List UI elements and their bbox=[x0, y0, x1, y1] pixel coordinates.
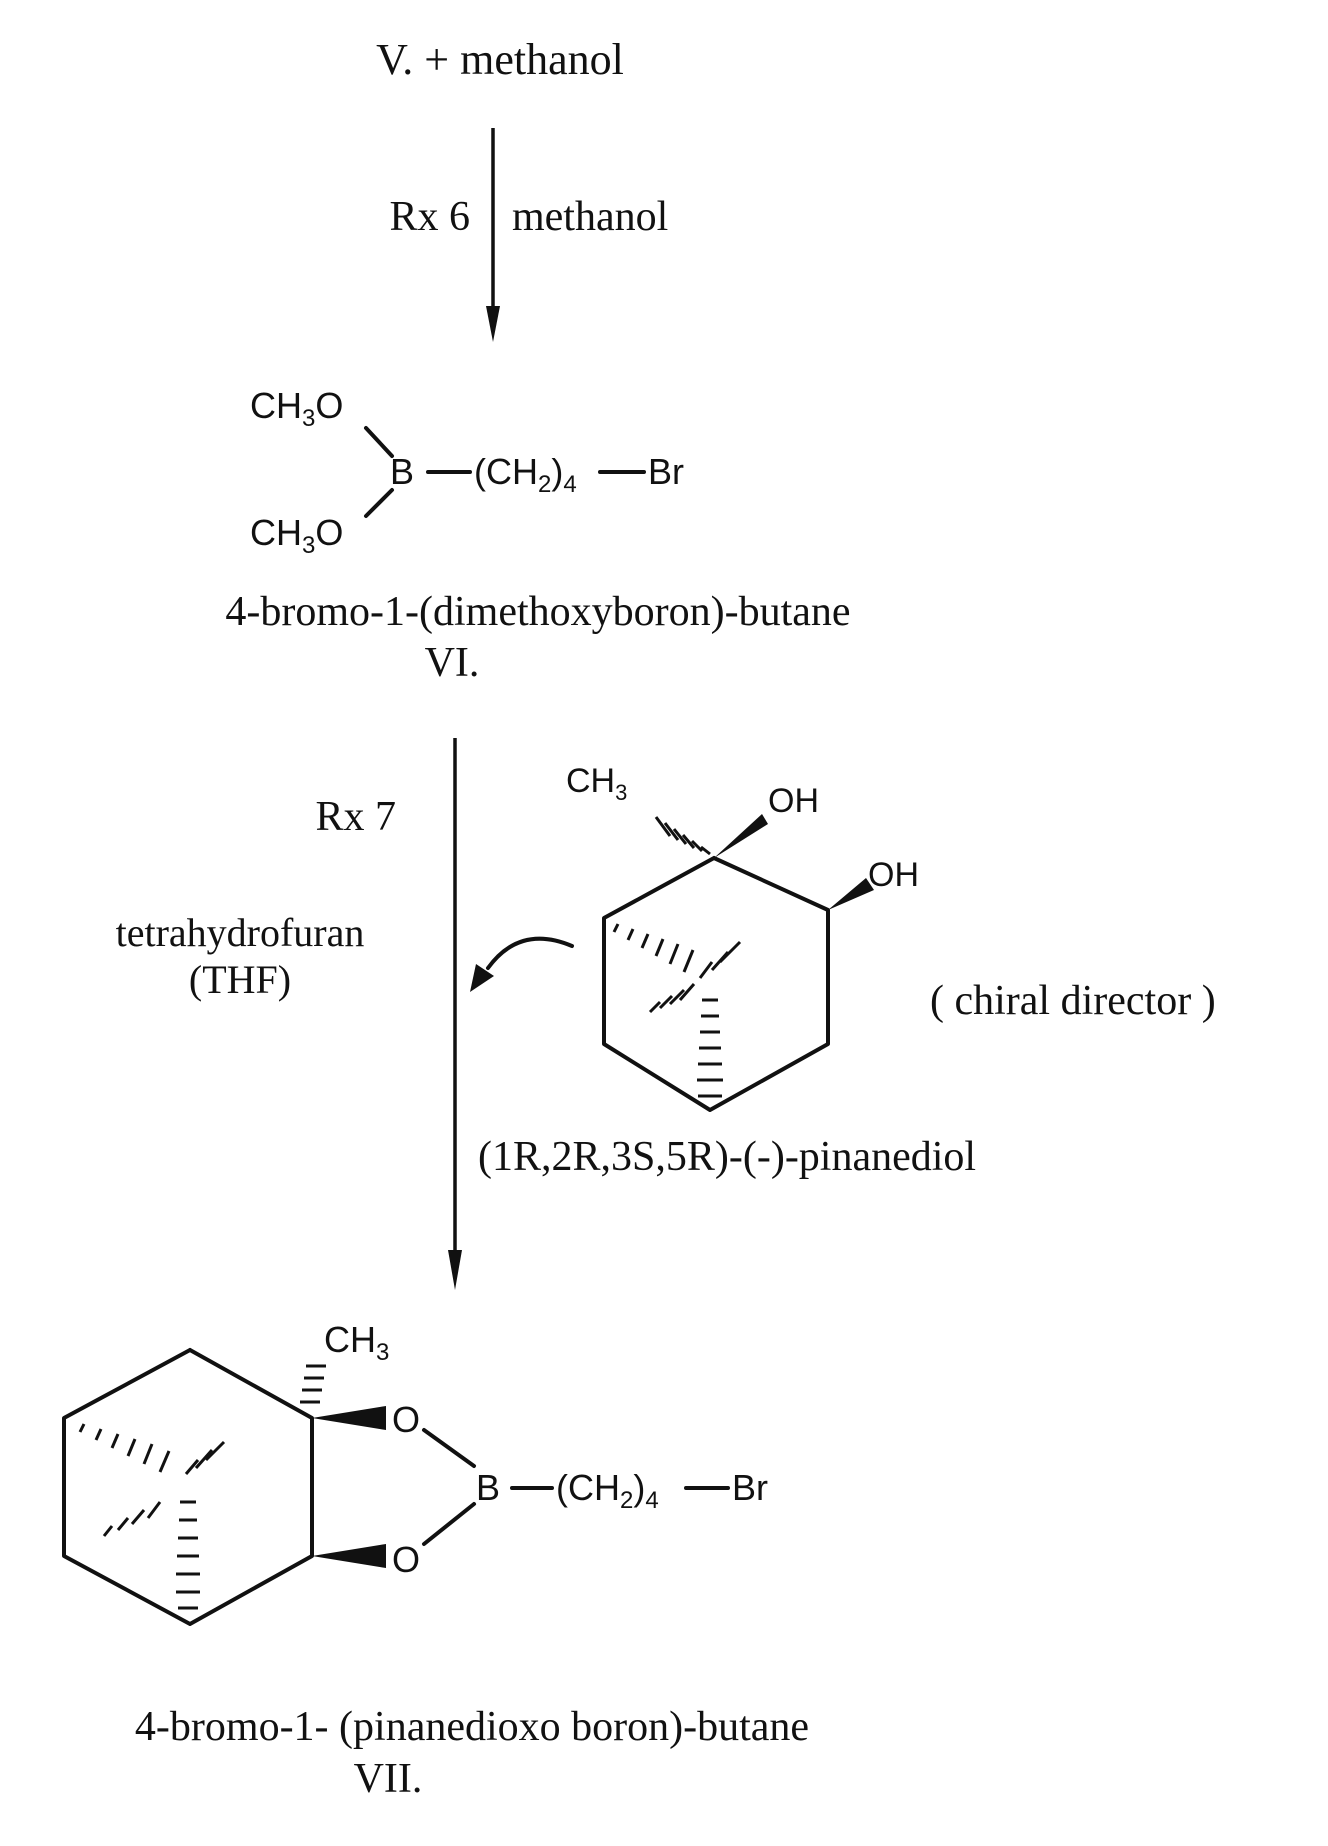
pinanediol-name-label: (1R,2R,3S,5R)-(-)-pinanediol bbox=[478, 1134, 976, 1180]
compound-vi-number: VI. bbox=[425, 640, 480, 686]
pinanediol-methyl-label: CH3 bbox=[566, 762, 627, 805]
pinanediol-structure: CH3 OH OH bbox=[566, 762, 919, 1110]
vii-methyl-label: CH3 bbox=[324, 1319, 389, 1366]
starting-material-label: V. + methanol bbox=[376, 35, 624, 84]
compound-vii-structure: CH3 O O B (CH2)4 Br bbox=[64, 1319, 768, 1624]
rx6-reagent-label: methanol bbox=[512, 194, 668, 240]
vi-bromine: Br bbox=[648, 451, 684, 492]
vi-bond-o-b-top bbox=[366, 428, 392, 456]
pinanediol-role-label: ( chiral director ) bbox=[930, 978, 1216, 1024]
vi-bond-o-b-bottom bbox=[366, 490, 392, 516]
pinanediol-oh1-label: OH bbox=[768, 782, 819, 820]
vi-boron: B bbox=[390, 451, 414, 492]
vii-pinane-ring bbox=[64, 1350, 312, 1624]
vii-bromine: Br bbox=[732, 1467, 768, 1508]
vi-methoxy-bottom: CH3O bbox=[250, 512, 343, 559]
vi-methoxy-top: CH3O bbox=[250, 385, 343, 432]
compound-vi-structure: CH3O CH3O B (CH2)4 Br bbox=[250, 385, 684, 559]
solvent-label-line2: (THF) bbox=[189, 957, 291, 1002]
compound-vii-name: 4-bromo-1- (pinanedioxo boron)-butane bbox=[135, 1704, 809, 1750]
vii-boron: B bbox=[476, 1467, 500, 1508]
pinanediol-oh2-label: OH bbox=[868, 856, 919, 894]
vii-bond-o-b-top bbox=[424, 1430, 474, 1466]
rx7-arrow bbox=[448, 738, 462, 1290]
compound-vi-name: 4-bromo-1-(dimethoxyboron)-butane bbox=[225, 589, 850, 635]
pinanediol-ring bbox=[604, 858, 828, 1110]
solvent-label-line1: tetrahydrofuran bbox=[116, 910, 365, 955]
rx6-arrow bbox=[486, 128, 500, 342]
rx7-label: Rx 7 bbox=[315, 794, 396, 840]
reagent-curved-arrow bbox=[470, 939, 572, 992]
vi-chain: (CH2)4 bbox=[474, 451, 577, 498]
compound-vii-number: VII. bbox=[354, 1756, 423, 1802]
rx6-label: Rx 6 bbox=[389, 194, 470, 240]
vii-chain: (CH2)4 bbox=[556, 1467, 659, 1514]
vii-o-top: O bbox=[392, 1399, 420, 1440]
vii-o-bottom: O bbox=[392, 1539, 420, 1580]
vii-bond-o-b-bottom bbox=[424, 1504, 474, 1544]
